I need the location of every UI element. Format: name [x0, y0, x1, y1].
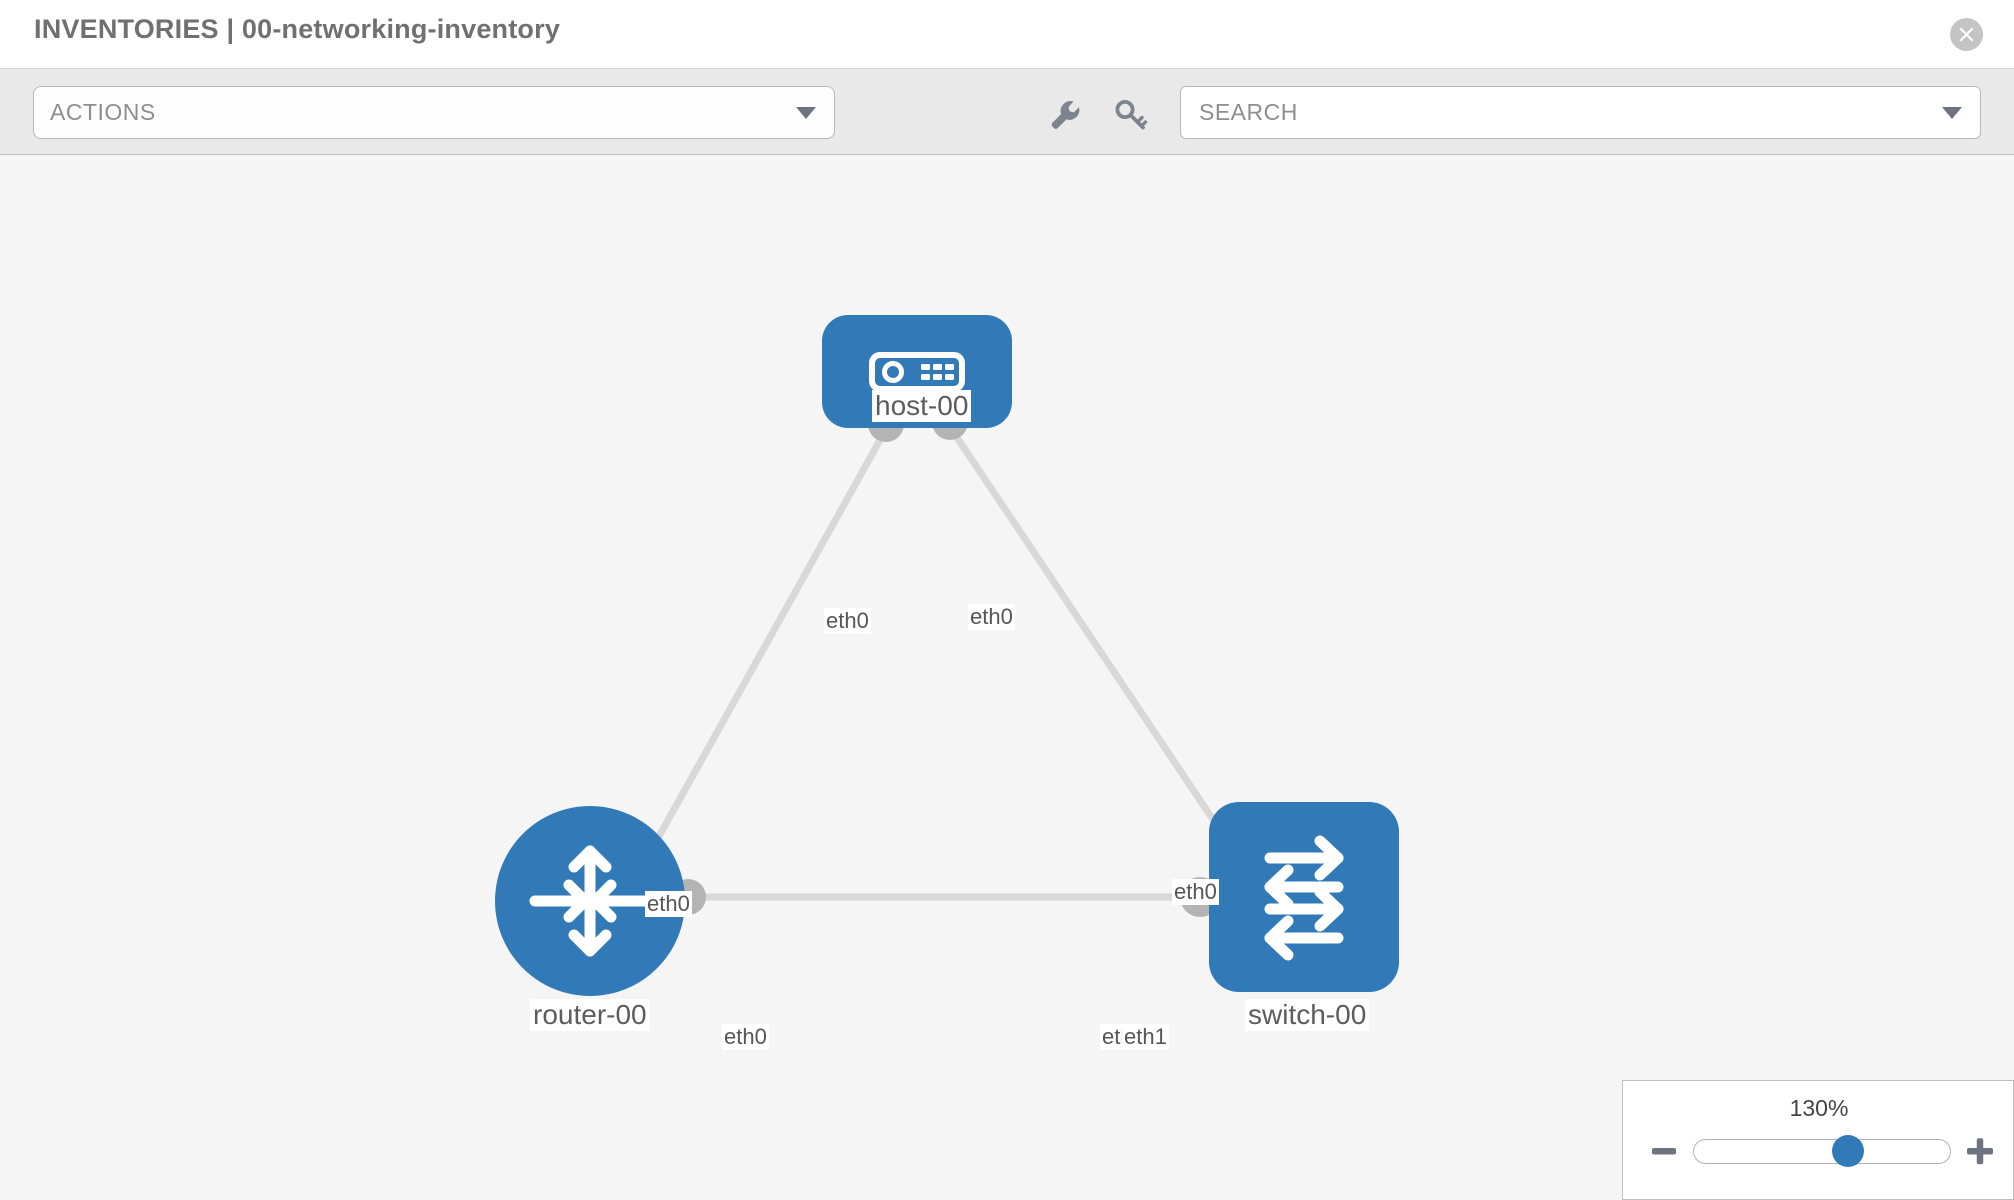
edge-label-switch-up: eth0 [1172, 879, 1219, 905]
edge-label-host-right: eth0 [968, 604, 1015, 630]
node-label-router-00: router-00 [530, 999, 650, 1031]
router-arrows-icon [529, 845, 651, 957]
search-input[interactable]: SEARCH [1180, 86, 1981, 139]
plus-icon[interactable] [1959, 1135, 2001, 1167]
chevron-down-icon[interactable] [1942, 106, 1962, 119]
edge-label-host-left: eth0 [824, 608, 871, 634]
node-label-switch-00: switch-00 [1245, 999, 1370, 1031]
topology-canvas[interactable]: host-00 router-0 [0, 156, 2014, 1200]
page-title: INVENTORIES | 00-networking-inventory [34, 14, 561, 44]
page-header: INVENTORIES | 00-networking-inventory [0, 0, 2014, 69]
actions-dropdown-label: ACTIONS [50, 99, 156, 125]
zoom-slider[interactable] [1693, 1135, 1951, 1167]
edge-label-router-right: eth0 [722, 1024, 769, 1050]
zoom-control-panel: 130% [1622, 1080, 2014, 1200]
close-icon[interactable] [1950, 18, 1983, 51]
link-host-switch [945, 422, 1235, 850]
zoom-level-value: 130% [1789, 1095, 1849, 1121]
search-placeholder: SEARCH [1199, 99, 1298, 125]
switch-arrows-icon [1264, 835, 1344, 961]
server-appliance-icon [869, 351, 965, 392]
wrench-icon[interactable] [1044, 95, 1082, 133]
topology-links [644, 404, 1254, 917]
zoom-slider-row [1623, 1131, 2014, 1171]
actions-dropdown[interactable]: ACTIONS [33, 86, 835, 139]
node-switch-00[interactable] [1209, 802, 1399, 992]
toolbar: ACTIONS SEARCH [0, 69, 2014, 155]
edge-label-switch-left-eth1: eth1 [1122, 1024, 1169, 1050]
zoom-slider-thumb[interactable] [1831, 1135, 1864, 1167]
chevron-down-icon [796, 106, 816, 119]
link-host-router [644, 422, 893, 858]
node-label-host-00: host-00 [872, 390, 972, 422]
minus-icon[interactable] [1643, 1136, 1685, 1166]
key-icon[interactable] [1112, 95, 1150, 133]
edge-label-router-up: eth0 [645, 891, 692, 917]
